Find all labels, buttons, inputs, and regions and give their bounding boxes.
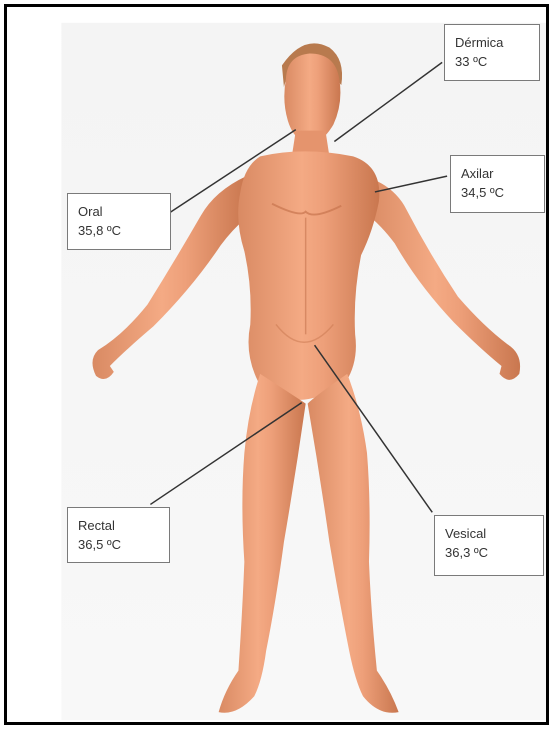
callout-vesical-name: Vesical [445,524,533,543]
callout-vesical-temp: 36,3 ºC [445,543,533,562]
body-illustration [7,7,546,722]
callout-dermica-temp: 33 ºC [455,52,529,71]
callout-dermica: Dérmica 33 ºC [444,24,540,81]
callout-oral: Oral 35,8 ºC [67,193,171,250]
callout-axilar-name: Axilar [461,164,534,183]
callout-rectal-name: Rectal [78,516,159,535]
callout-rectal: Rectal 36,5 ºC [67,507,170,563]
callout-axilar: Axilar 34,5 ºC [450,155,545,213]
callout-vesical: Vesical 36,3 ºC [434,515,544,576]
callout-oral-name: Oral [78,202,160,221]
callout-rectal-temp: 36,5 ºC [78,535,159,554]
callout-axilar-temp: 34,5 ºC [461,183,534,202]
callout-oral-temp: 35,8 ºC [78,221,160,240]
diagram-frame: Dérmica 33 ºC Axilar 34,5 ºC Oral 35,8 º… [4,4,549,725]
callout-dermica-name: Dérmica [455,33,529,52]
